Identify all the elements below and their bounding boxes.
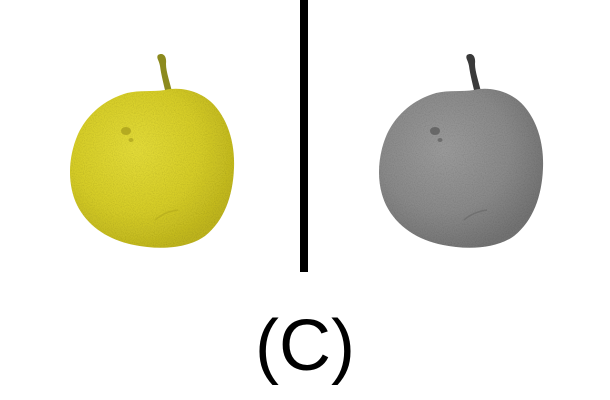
pear-color-body: [69, 88, 235, 248]
divider-line: [300, 0, 308, 272]
panel-label: (C): [255, 306, 355, 386]
pear-grayscale-image: [378, 54, 544, 248]
pear-color-stem: [157, 54, 173, 98]
pear-grayscale-body: [378, 88, 544, 248]
pear-grayscale-stem: [466, 54, 482, 98]
pear-color-image: [69, 54, 235, 248]
